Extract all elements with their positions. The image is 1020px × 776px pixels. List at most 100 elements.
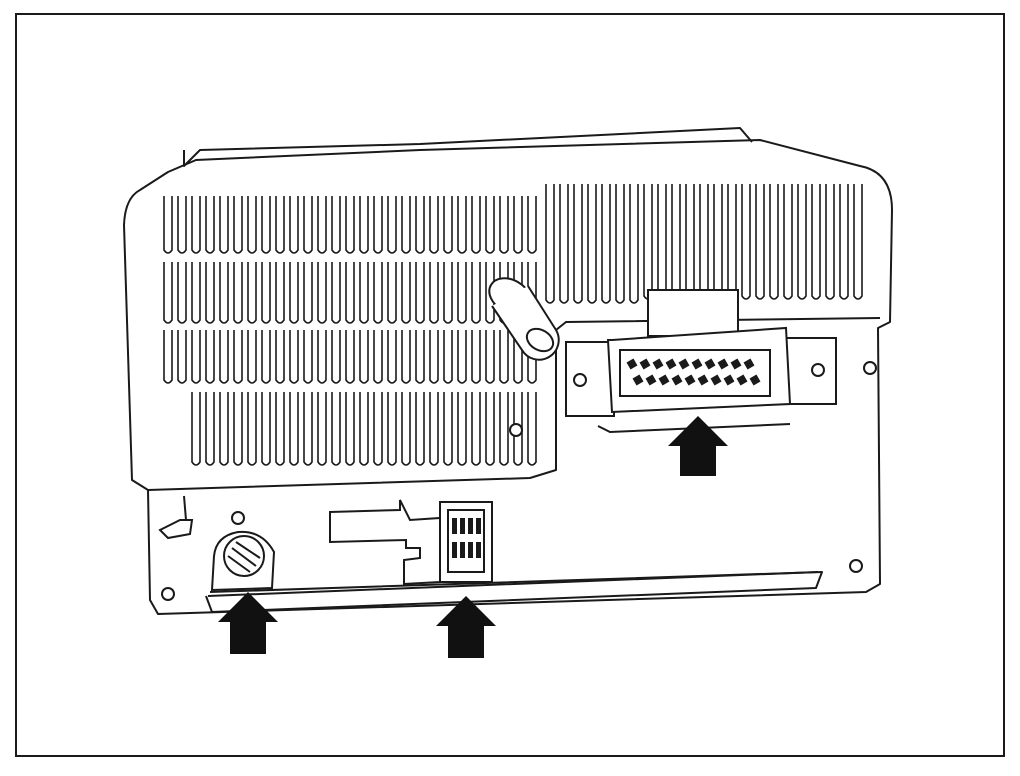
vent-slot xyxy=(205,262,215,324)
arrow-up-icon xyxy=(668,416,728,476)
vent-slot xyxy=(303,330,313,384)
vent-grille-right xyxy=(545,184,863,304)
scart-pin xyxy=(704,358,716,370)
vent-slot xyxy=(513,330,523,384)
iso-pins xyxy=(452,518,481,558)
vent-slot xyxy=(331,330,341,384)
vent-slot xyxy=(457,330,467,384)
vent-slot xyxy=(247,262,257,324)
vent-slot xyxy=(797,184,807,300)
vent-slot xyxy=(825,184,835,300)
scart-pin xyxy=(743,358,755,370)
vent-slot xyxy=(783,184,793,300)
scart-pin xyxy=(665,358,677,370)
vent-slot xyxy=(415,392,425,466)
vent-slot xyxy=(247,330,257,384)
vent-slot xyxy=(205,196,215,254)
vent-slot xyxy=(317,196,327,254)
vent-slot xyxy=(275,392,285,466)
iso-pin xyxy=(452,518,457,534)
vent-slot xyxy=(727,184,737,300)
vent-slot xyxy=(233,330,243,384)
vent-slot xyxy=(261,330,271,384)
vent-slot xyxy=(205,392,215,466)
vent-slot xyxy=(527,392,537,466)
vent-slot xyxy=(373,330,383,384)
vent-slot xyxy=(443,330,453,384)
vent-slot xyxy=(443,262,453,324)
scart-pin xyxy=(645,374,657,386)
vent-slot xyxy=(317,392,327,466)
vent-slot xyxy=(275,330,285,384)
vent-slot xyxy=(573,184,583,304)
vent-slot xyxy=(499,330,509,384)
vent-slot xyxy=(359,330,369,384)
arrow-up-icon xyxy=(218,592,278,654)
vent-slot xyxy=(485,330,495,384)
scart-pin xyxy=(671,374,683,386)
vent-slot xyxy=(247,392,257,466)
vent-slot xyxy=(429,262,439,324)
vent-slot xyxy=(177,330,187,384)
vent-slot xyxy=(205,330,215,384)
vent-slot xyxy=(331,392,341,466)
vent-slot xyxy=(191,196,201,254)
vent-slot xyxy=(191,392,201,466)
vent-slot xyxy=(303,262,313,324)
vent-slot xyxy=(671,184,681,300)
vent-slot xyxy=(177,196,187,254)
vent-slot xyxy=(811,184,821,300)
vent-slot xyxy=(219,262,229,324)
vent-slot xyxy=(247,196,257,254)
vent-slot xyxy=(415,196,425,254)
arrow-up-icon xyxy=(436,596,496,658)
vent-slot xyxy=(191,330,201,384)
vent-slot xyxy=(443,196,453,254)
vent-slot xyxy=(289,196,299,254)
vent-slot xyxy=(303,196,313,254)
vent-slot xyxy=(657,184,667,300)
vent-slot xyxy=(317,330,327,384)
scart-pin xyxy=(697,374,709,386)
vent-slot xyxy=(471,392,481,466)
scart-connector xyxy=(565,289,837,434)
vent-slot xyxy=(429,330,439,384)
vent-slot xyxy=(261,262,271,324)
iso-pin xyxy=(476,542,481,558)
vent-grille-left xyxy=(163,196,537,466)
vent-slot xyxy=(345,262,355,324)
scart-pin xyxy=(691,358,703,370)
vent-slot xyxy=(345,196,355,254)
vent-slot xyxy=(769,184,779,300)
scart-pins xyxy=(626,358,761,386)
scart-pin xyxy=(723,374,735,386)
vent-slot xyxy=(373,392,383,466)
vent-slot xyxy=(233,196,243,254)
scart-pin xyxy=(632,374,644,386)
vent-slot xyxy=(219,330,229,384)
vent-slot xyxy=(303,392,313,466)
vent-slot xyxy=(485,262,495,324)
scart-pin xyxy=(684,374,696,386)
vent-slot xyxy=(345,330,355,384)
scart-pin xyxy=(730,358,742,370)
vent-slot xyxy=(457,262,467,324)
scart-pin xyxy=(626,358,638,370)
vent-slot xyxy=(401,196,411,254)
vent-slot xyxy=(429,392,439,466)
vent-slot xyxy=(587,184,597,304)
vent-slot xyxy=(163,196,173,254)
vent-slot xyxy=(601,184,611,304)
vent-slot xyxy=(443,392,453,466)
scart-pin xyxy=(717,358,729,370)
vent-slot xyxy=(331,262,341,324)
callout-arrows xyxy=(218,416,728,658)
vent-slot xyxy=(499,392,509,466)
vent-slot xyxy=(219,196,229,254)
scart-pin xyxy=(652,358,664,370)
scart-pin xyxy=(678,358,690,370)
vent-slot xyxy=(387,392,397,466)
vent-slot xyxy=(359,262,369,324)
vent-slot xyxy=(685,184,695,300)
